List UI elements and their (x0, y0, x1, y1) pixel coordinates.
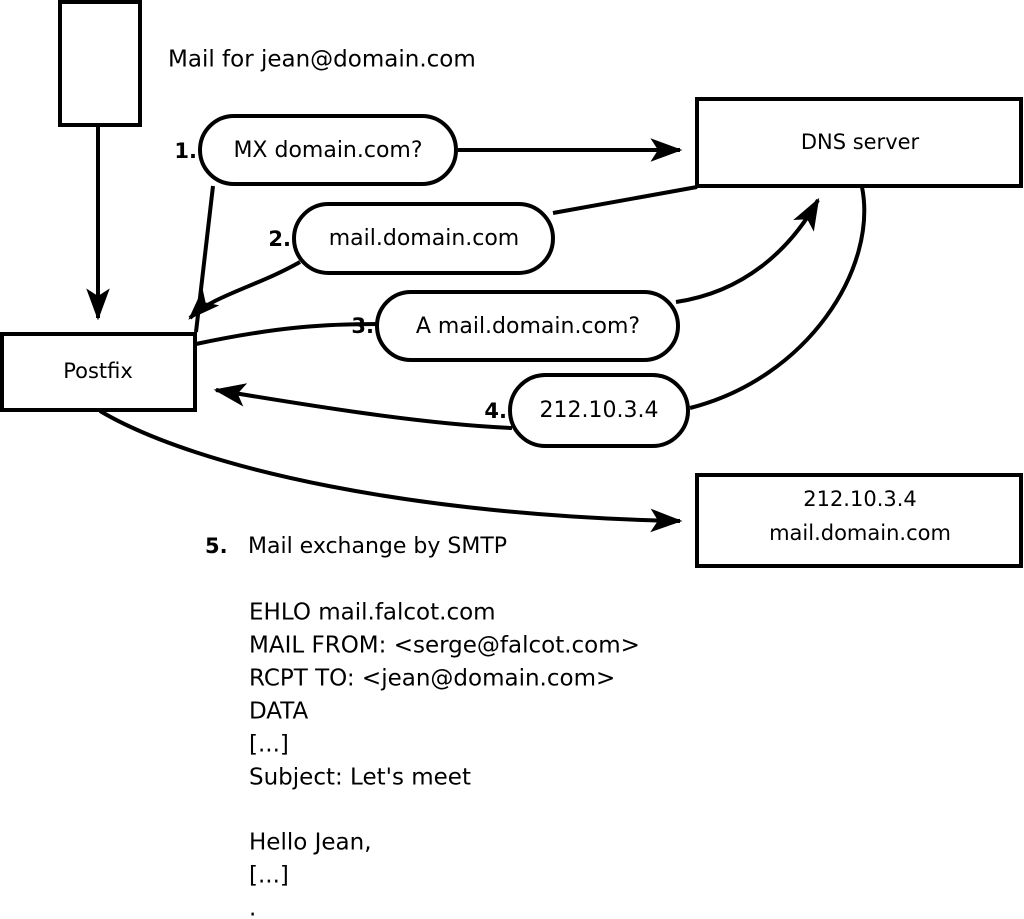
node-postfix-box (0, 332, 197, 412)
transcript-line-8: [...] (249, 863, 289, 889)
step-3-label: A mail.domain.com? (416, 314, 640, 339)
transcript-line-2: RCPT TO: <jean@domain.com> (249, 666, 615, 692)
step-4-bubble (508, 373, 690, 448)
edge-dns-to-step2 (552, 185, 698, 215)
step-2-label: mail.domain.com (329, 226, 520, 251)
step-5-number: 5. (205, 534, 228, 558)
mail-for-note: Mail for jean@domain.com (168, 47, 476, 73)
step-4-number: 4. (484, 399, 507, 423)
transcript-line-4: [...] (249, 732, 289, 758)
node-mailserver-hostname: mail.domain.com (769, 521, 951, 545)
edge-dns-to-step4 (689, 186, 867, 410)
step-3-bubble (375, 290, 680, 362)
edge-postfix-to-step3 (195, 322, 379, 346)
transcript-line-0: EHLO mail.falcot.com (249, 600, 496, 626)
edge-postfix-to-mailserver (98, 409, 683, 533)
edge-step3-to-dns (675, 197, 820, 304)
node-dns-box (695, 97, 1023, 188)
edge-step2-to-postfix (188, 260, 301, 320)
step-3-number: 3. (351, 314, 374, 338)
transcript-line-1: MAIL FROM: <serge@falcot.com> (249, 633, 640, 659)
node-postfix-label: Postfix (63, 359, 133, 383)
transcript-line-9: . (249, 896, 256, 919)
node-mailserver-box (695, 473, 1023, 568)
step-5-label: Mail exchange by SMTP (248, 534, 507, 559)
step-1-bubble (198, 114, 458, 186)
node-mailserver-ip: 212.10.3.4 (803, 487, 917, 511)
step-1-number: 1. (174, 139, 197, 163)
transcript-line-3: DATA (249, 699, 309, 725)
edge-step4-to-postfix (213, 383, 513, 430)
node-sender-box (58, 0, 142, 127)
step-1-label: MX domain.com? (233, 138, 422, 163)
node-dns-label: DNS server (801, 130, 920, 154)
step-2-bubble (292, 202, 555, 275)
transcript-line-5: Subject: Let's meet (249, 765, 471, 791)
step-4-label: 212.10.3.4 (540, 398, 659, 423)
step-2-number: 2. (268, 227, 291, 251)
transcript-line-7: Hello Jean, (249, 830, 372, 856)
